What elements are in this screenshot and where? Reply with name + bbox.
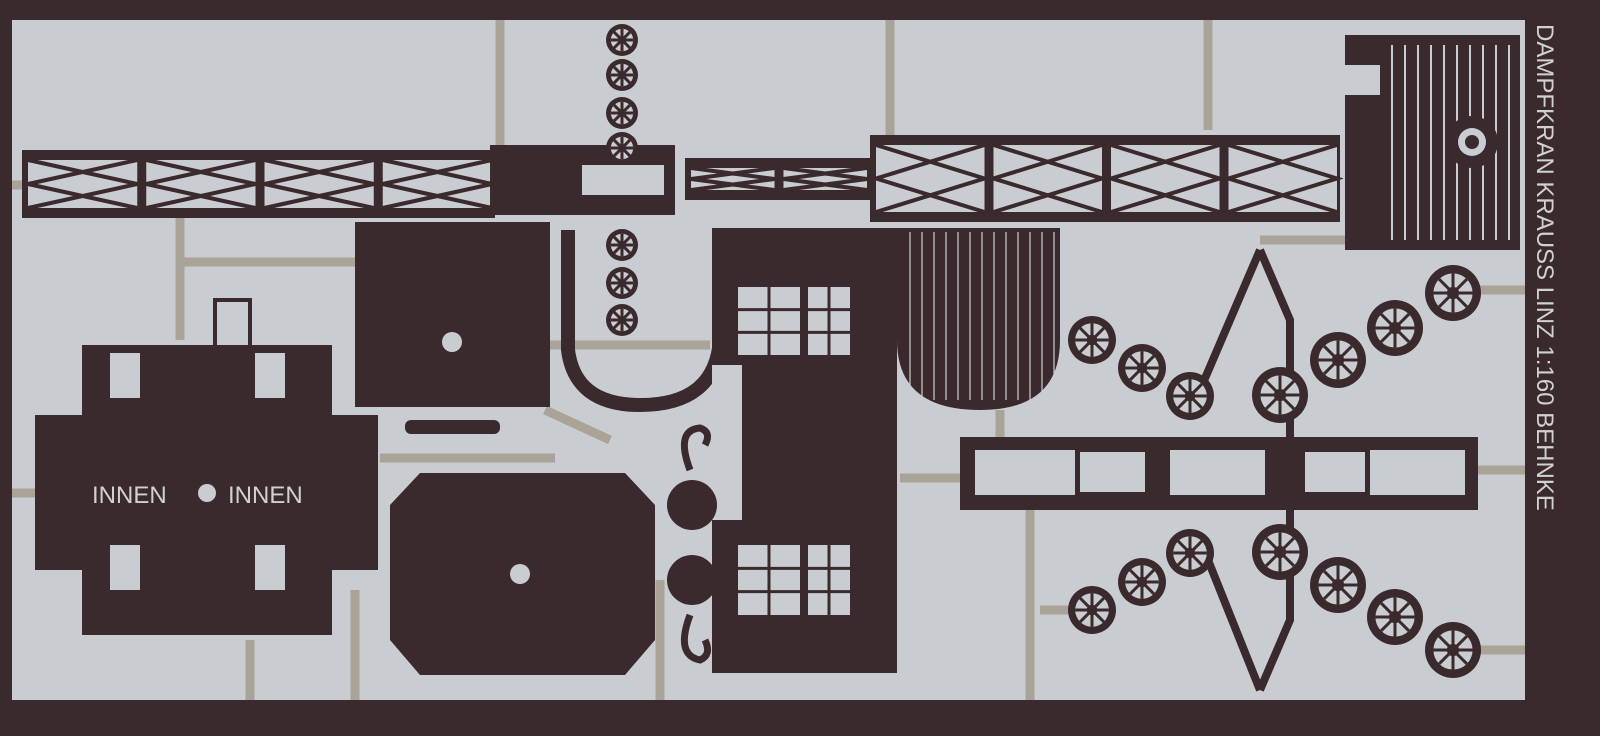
plate-hole: [510, 564, 530, 584]
frame-window: [255, 353, 285, 398]
lattice-brace: [986, 143, 1109, 214]
wheel-hub: [1331, 353, 1345, 367]
frame-window: [110, 545, 140, 590]
frame-hole: [198, 484, 216, 502]
etched-parts: [22, 24, 1520, 692]
wheel-hub: [618, 109, 626, 117]
u-bar: [561, 230, 727, 413]
wheel-hub: [1086, 334, 1098, 346]
wheel-hub: [1086, 604, 1098, 616]
lattice-brace: [264, 158, 375, 210]
wheel-hub: [1446, 643, 1460, 657]
crane-hook: [680, 613, 712, 664]
wheel-hub: [1184, 547, 1196, 559]
lattice-brace: [1104, 143, 1227, 214]
frame-window: [110, 353, 140, 398]
innen-label-right: INNEN: [228, 482, 303, 509]
lattice-window: [1228, 145, 1337, 212]
wheel-hub: [618, 144, 626, 152]
undercarriage-window: [1080, 452, 1145, 492]
wheel-hub: [1388, 321, 1402, 335]
cab-roof-box: [355, 222, 550, 407]
window-frame: [808, 545, 850, 615]
lattice-window: [146, 160, 256, 208]
ladder: [213, 298, 252, 352]
wheel-hub: [1184, 390, 1196, 402]
wheel-hub: [618, 241, 626, 249]
side-text: DAMPFKRAN KRAUSS LINZ 1:160 BEHNKE: [1531, 24, 1558, 511]
lattice-brace: [1221, 143, 1344, 214]
lattice-window: [783, 168, 867, 190]
hook-block: [667, 480, 717, 530]
wheel-hub: [1446, 286, 1460, 300]
wheel-hub: [618, 71, 626, 79]
box-hole: [442, 332, 462, 352]
lattice-window: [1111, 145, 1220, 212]
runner: [543, 405, 612, 445]
lattice-brace: [783, 166, 868, 192]
window-frame: [808, 287, 850, 355]
bogie-arm: [1196, 248, 1294, 692]
box-tab: [405, 420, 500, 434]
wheel-hub: [1331, 578, 1345, 592]
lattice-window: [993, 145, 1102, 212]
lattice-brace: [27, 158, 138, 210]
lattice-brace: [869, 143, 992, 214]
turntable-hub: [1465, 135, 1479, 149]
wheel-hub: [1136, 362, 1148, 374]
undercarriage-window: [1370, 450, 1465, 495]
hook-block: [667, 555, 717, 605]
lattice-window: [691, 168, 775, 190]
frame-window: [255, 545, 285, 590]
deck-plate: [1345, 35, 1520, 250]
lattice-window: [382, 160, 492, 208]
window-frame: [738, 545, 800, 615]
wheel-hub: [1136, 576, 1148, 588]
lattice-window: [264, 160, 374, 208]
wheel-hub: [1388, 610, 1402, 624]
lattice-window: [876, 145, 985, 212]
wheel-hub: [618, 36, 626, 44]
boom-center-window: [582, 165, 664, 195]
window-frame: [738, 287, 800, 355]
undercarriage-window: [975, 450, 1075, 495]
lattice-window: [28, 160, 138, 208]
undercarriage-window: [1305, 452, 1365, 492]
crane-hook: [680, 424, 712, 472]
lattice-brace: [690, 166, 775, 192]
wheel-hub: [618, 316, 626, 324]
undercarriage-window: [1170, 450, 1265, 495]
cab-roof: [897, 228, 1060, 410]
innen-label-left: INNEN: [92, 482, 167, 509]
lattice-brace: [145, 158, 256, 210]
wheel-hub: [1273, 545, 1287, 559]
wheel-hub: [618, 279, 626, 287]
cab-cutout: [712, 365, 742, 520]
wheel-hub: [1273, 388, 1287, 402]
